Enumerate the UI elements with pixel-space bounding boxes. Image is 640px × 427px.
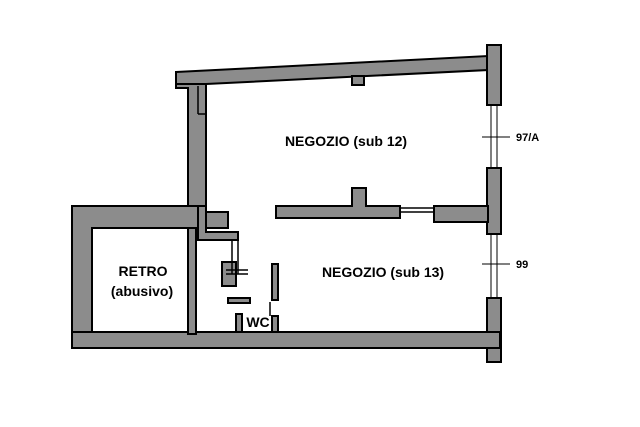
west-wall-upper	[175, 83, 207, 207]
east-pier-top	[486, 44, 502, 106]
room-label-negozio-12: NEGOZIO (sub 12)	[285, 133, 407, 149]
east-pier-bottom	[486, 297, 502, 363]
wc-wall-right-upper	[271, 263, 279, 301]
corridor-wall	[197, 205, 239, 241]
wc-wall-left	[235, 313, 243, 333]
room-label-retro: RETRO	[119, 263, 168, 279]
partition-wall-12-13	[275, 187, 401, 219]
north-wall	[175, 54, 489, 88]
east-pier-middle	[486, 167, 502, 235]
wc-wall-top	[227, 297, 251, 304]
labels: NEGOZIO (sub 12) NEGOZIO (sub 13) RETRO …	[111, 132, 539, 330]
room-label-retro-note: (abusivo)	[111, 283, 173, 299]
south-wall	[71, 331, 501, 349]
room-label-wc: WC	[246, 314, 269, 330]
north-wall-pilaster	[351, 75, 365, 86]
east-facade	[482, 105, 510, 298]
civic-number-upper: 97/A	[516, 132, 539, 144]
walls	[71, 44, 502, 363]
thin-details	[197, 86, 434, 316]
civic-number-lower: 99	[516, 259, 528, 271]
retro-partition	[187, 227, 197, 335]
partition-wall-right	[433, 205, 489, 223]
wc-wall-right-lower	[271, 315, 279, 333]
room-label-negozio-13: NEGOZIO (sub 13)	[322, 264, 444, 280]
